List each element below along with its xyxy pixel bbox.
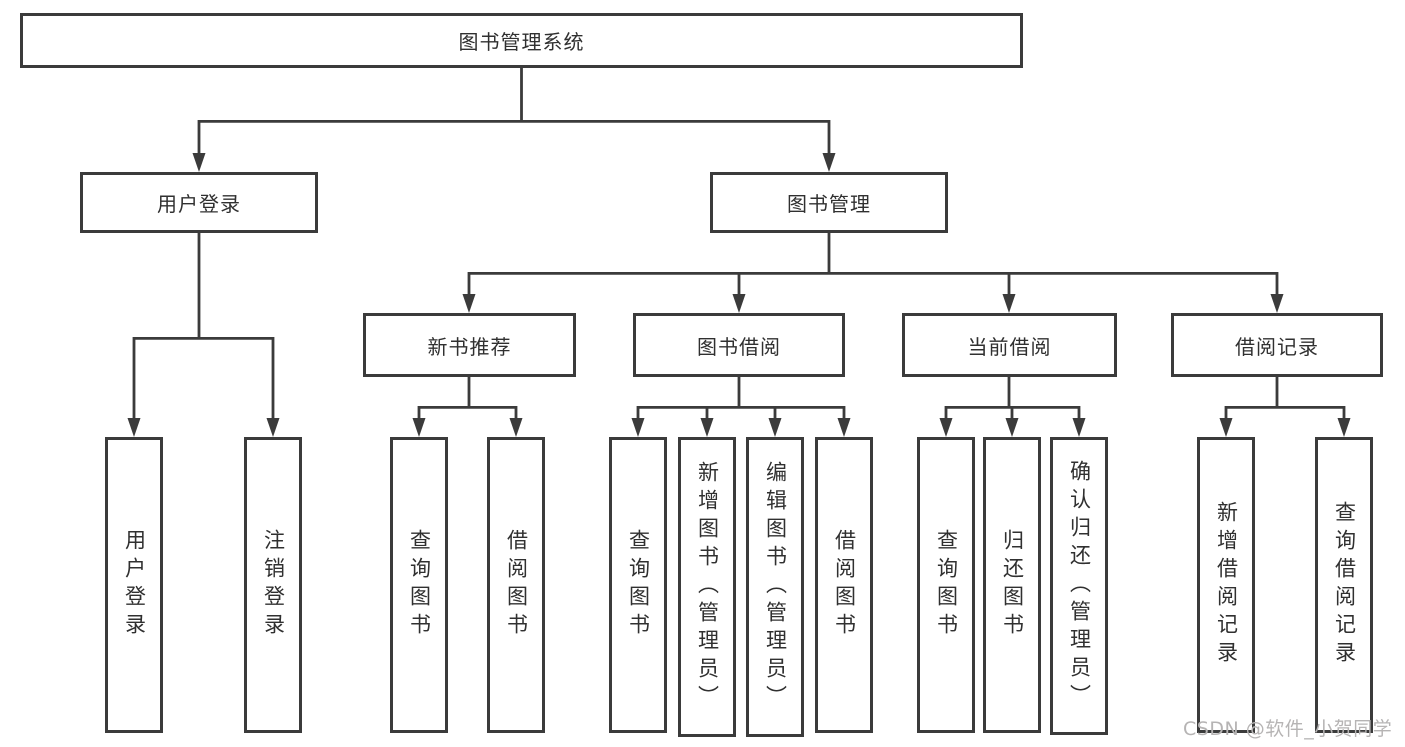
node-book-management: 图书管理: [710, 172, 948, 233]
arrowhead-icon: [1005, 418, 1019, 437]
leaf-return-book: 归还图书: [983, 437, 1041, 733]
leaf-edit-book-admin: 编辑图书（管理员）: [746, 437, 804, 737]
node-user-login: 用户登录: [80, 172, 318, 233]
leaf-borrow-book: 借阅图书: [815, 437, 873, 733]
leaf-borrow-book-recommend: 借阅图书: [487, 437, 545, 733]
arrowhead-icon: [509, 418, 523, 437]
csdn-watermark: CSDN @软件_小贺同学: [1183, 718, 1393, 740]
arrowhead-icon: [732, 294, 746, 313]
arrowhead-icon: [127, 418, 141, 437]
node-borrow-record: 借阅记录: [1171, 313, 1383, 377]
arrowhead-icon: [822, 153, 836, 172]
leaf-logout: 注销登录: [244, 437, 302, 733]
arrowhead-icon: [462, 294, 476, 313]
leaf-confirm-return-admin: 确认归还（管理员）: [1050, 437, 1108, 735]
node-current-borrow: 当前借阅: [902, 313, 1117, 377]
arrowhead-icon: [1072, 418, 1086, 437]
arrowhead-icon: [412, 418, 426, 437]
node-book-borrow: 图书借阅: [633, 313, 845, 377]
arrowhead-icon: [1337, 418, 1351, 437]
leaf-add-book-admin: 新增图书（管理员）: [678, 437, 736, 737]
arrowhead-icon: [700, 418, 714, 437]
arrowhead-icon: [768, 418, 782, 437]
connector-tree-lines: [132, 68, 1346, 421]
leaf-query-borrow-record: 查询借阅记录: [1315, 437, 1373, 733]
arrowhead-icon: [837, 418, 851, 437]
arrowhead-icon: [939, 418, 953, 437]
node-new-book-recommend: 新书推荐: [363, 313, 576, 377]
arrowhead-icon: [1219, 418, 1233, 437]
leaf-query-book-recommend: 查询图书: [390, 437, 448, 733]
arrowhead-icon: [1002, 294, 1016, 313]
arrowhead-icon: [631, 418, 645, 437]
arrowhead-icon: [192, 153, 206, 172]
node-root-system: 图书管理系统: [20, 13, 1023, 68]
leaf-query-book-current: 查询图书: [917, 437, 975, 733]
arrowhead-icon: [266, 418, 280, 437]
leaf-add-borrow-record: 新增借阅记录: [1197, 437, 1255, 733]
leaf-user-login: 用户登录: [105, 437, 163, 733]
leaf-query-book-borrow: 查询图书: [609, 437, 667, 733]
arrowhead-icon: [1270, 294, 1284, 313]
